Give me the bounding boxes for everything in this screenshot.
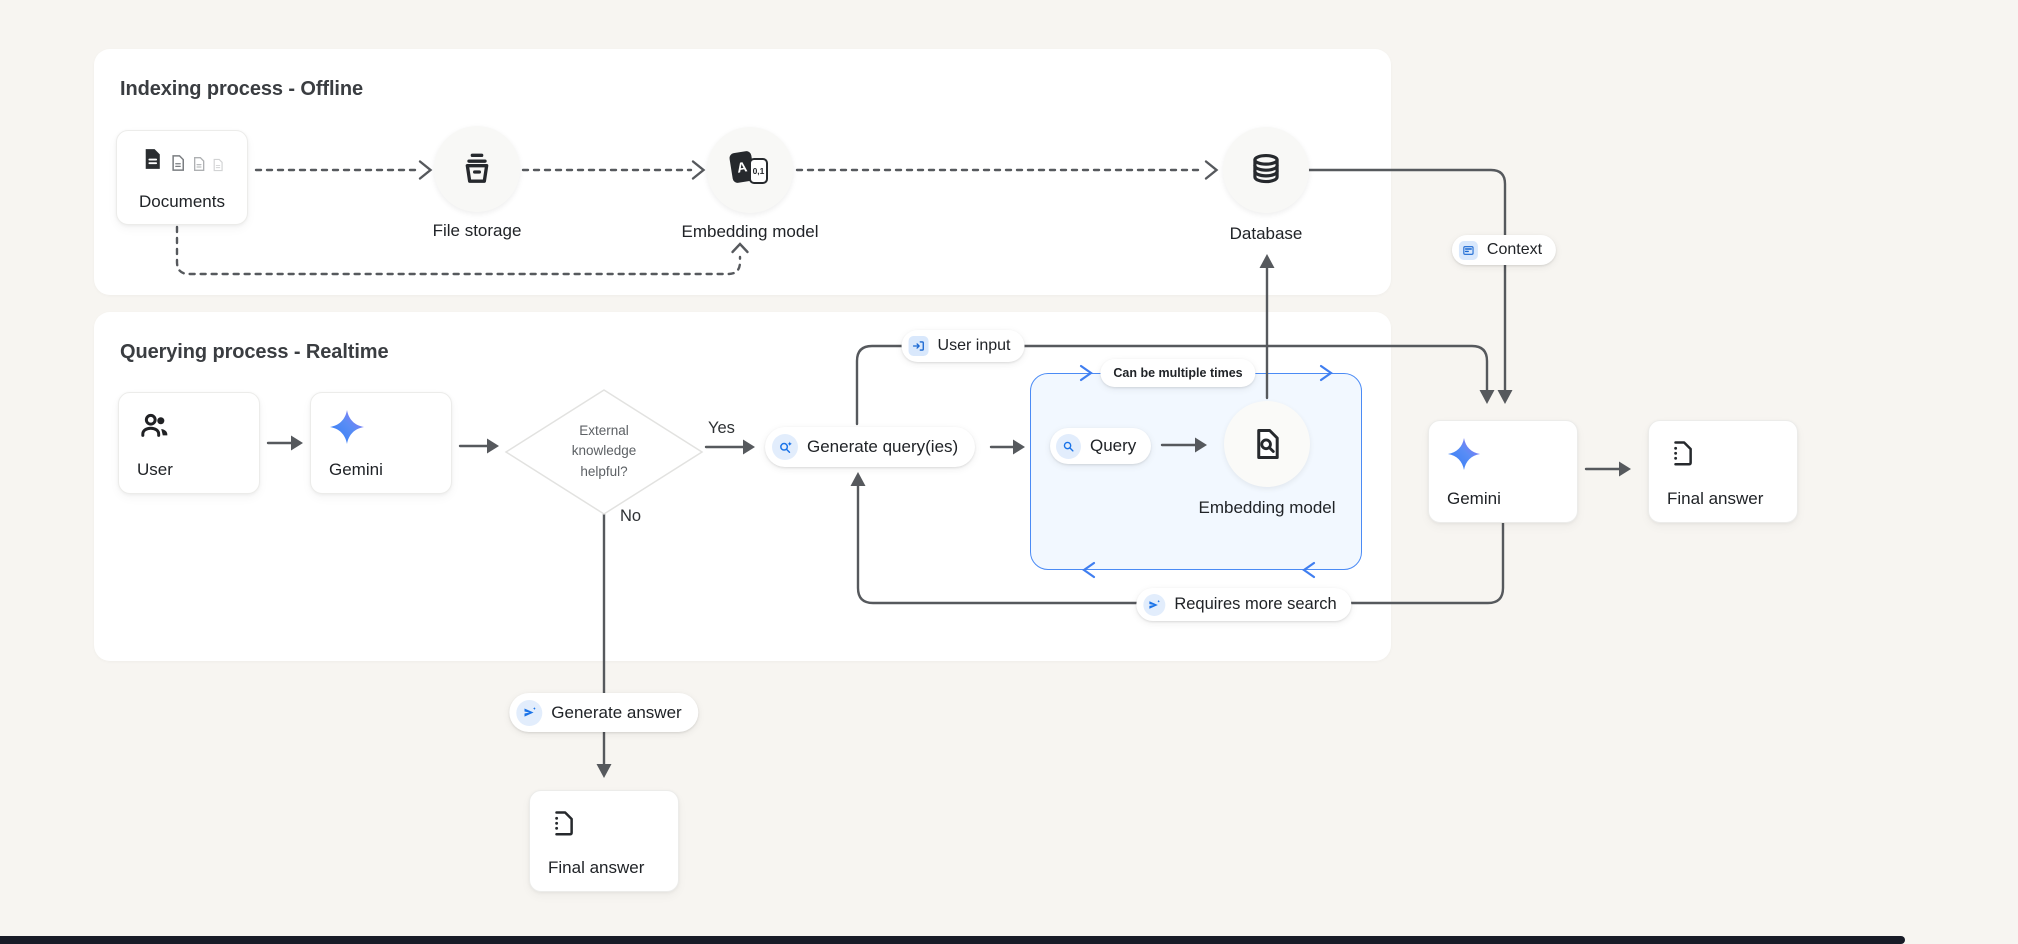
embedding-model-realtime-node xyxy=(1224,401,1310,487)
arrowhead-context-into-gemini xyxy=(1497,390,1513,404)
retrieval-loop-box xyxy=(1030,373,1362,570)
final-answer-doc-icon-bottom xyxy=(555,811,573,836)
generate-answer-label: Generate answer xyxy=(551,702,682,722)
query-label: Query xyxy=(1090,436,1137,455)
query-search-icon xyxy=(1056,433,1081,459)
document-search-icon xyxy=(1257,429,1279,459)
documents-card: Documents xyxy=(116,130,248,225)
generate-queries-pill: Generate query(ies) xyxy=(765,427,976,467)
arrowhead-into-final-answer-bottom xyxy=(596,764,612,778)
loop-caption-label: Can be multiple times xyxy=(1113,366,1243,380)
send-spark-icon xyxy=(1143,593,1166,616)
embedding-model-realtime-label: Embedding model xyxy=(1198,498,1336,517)
no-label: No xyxy=(620,507,642,525)
file-storage-node xyxy=(434,126,520,212)
generate-queries-label: Generate query(ies) xyxy=(807,437,959,456)
user-card: User xyxy=(118,392,260,494)
arrowhead-into-final-answer-right xyxy=(1619,461,1631,477)
user-input-pill: User input xyxy=(901,330,1025,362)
final-answer-right-label: Final answer xyxy=(1667,489,1764,508)
loop-caption-pill: Can be multiple times xyxy=(1100,359,1256,387)
generate-answer-pill: Generate answer xyxy=(509,693,699,732)
yes-label: Yes xyxy=(708,419,735,437)
file-storage-icon xyxy=(465,153,489,183)
embedding-icon-numbers: 0,1 xyxy=(749,158,768,184)
embedding-model-offline-node: A 0,1 xyxy=(707,127,793,213)
querying-panel-title: Querying process - Realtime xyxy=(120,341,389,363)
context-pill: Context xyxy=(1451,235,1557,265)
embedding-model-offline-label: Embedding model xyxy=(681,222,819,241)
gemini-card-left: Gemini xyxy=(310,392,452,494)
database-node xyxy=(1223,127,1309,213)
user-group-icon xyxy=(141,413,168,437)
indexing-panel-title: Indexing process - Offline xyxy=(120,78,363,100)
user-input-label: User input xyxy=(937,337,1011,354)
gemini-star-icon-right xyxy=(1447,437,1481,471)
gemini-right-label: Gemini xyxy=(1447,489,1501,508)
requires-more-search-label: Requires more search xyxy=(1174,595,1337,613)
file-storage-label: File storage xyxy=(432,221,522,240)
embedding-model-icon: A 0,1 xyxy=(728,150,772,189)
requires-more-search-pill: Requires more search xyxy=(1136,588,1352,621)
document-icon-2 xyxy=(171,155,184,171)
documents-label: Documents xyxy=(139,192,225,211)
user-label: User xyxy=(137,460,173,479)
gemini-left-label: Gemini xyxy=(329,460,383,479)
query-pill: Query xyxy=(1050,428,1152,464)
context-label: Context xyxy=(1486,241,1543,258)
final-answer-card-bottom: Final answer xyxy=(529,790,679,892)
document-icon-4 xyxy=(213,158,223,172)
document-icon-3 xyxy=(193,157,204,171)
documents-icon xyxy=(140,145,225,173)
final-answer-card-right: Final answer xyxy=(1648,420,1798,523)
final-answer-doc-icon xyxy=(1674,441,1692,466)
arrowhead-userinput-into-gemini xyxy=(1479,390,1495,404)
context-icon xyxy=(1458,240,1478,260)
decision-question: External knowledge helpful? xyxy=(571,423,637,479)
generate-answer-send-icon xyxy=(516,699,543,726)
gemini-star-icon xyxy=(330,410,364,444)
search-spark-icon xyxy=(772,434,798,460)
bottom-window-edge xyxy=(0,936,1905,944)
user-input-icon xyxy=(908,336,929,356)
gemini-card-right: Gemini xyxy=(1428,420,1578,523)
database-icon xyxy=(1253,154,1279,184)
database-label: Database xyxy=(1229,224,1303,243)
final-answer-bottom-label: Final answer xyxy=(548,858,645,877)
document-icon-filled xyxy=(145,149,160,169)
